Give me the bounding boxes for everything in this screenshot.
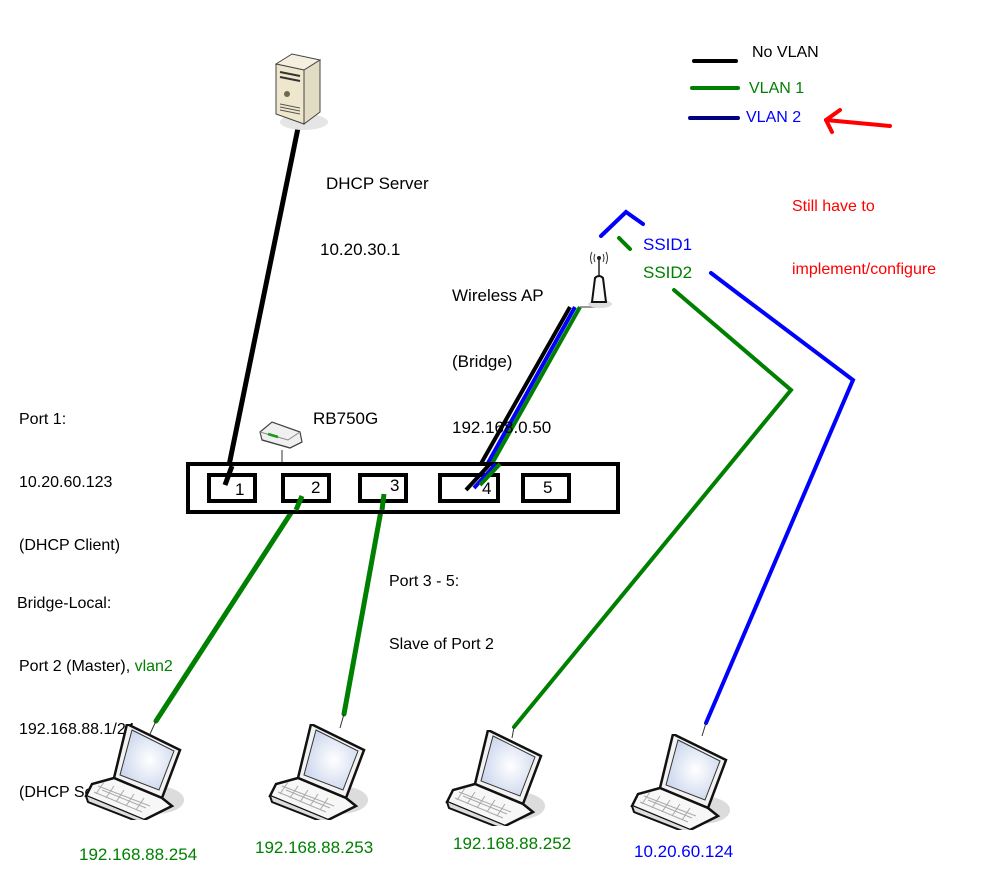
ssid1-label: SSID1 — [643, 235, 693, 254]
client1-cable-stub — [149, 720, 157, 735]
client-ip: 10.20.60.124 — [634, 842, 734, 861]
port1-mode: (DHCP Client) — [19, 537, 121, 554]
wireless-ap-icon — [588, 251, 612, 308]
wire-ap-port4-vlan2 — [472, 306, 577, 489]
client-ip: 192.168.88.253 — [255, 838, 374, 857]
port1-title: Port 1: — [19, 411, 67, 428]
wire-ssid1-client4 — [704, 271, 856, 725]
bridge-local-port-prefix: Port 2 (Master), — [19, 658, 135, 675]
wire-server-port1 — [222, 127, 301, 486]
ssid2-signal — [617, 236, 632, 251]
port-number: 4 — [482, 479, 492, 498]
wire-ap-port4-novlan — [464, 306, 572, 491]
dhcp-server-label: DHCP Server 10.20.30.1 — [320, 129, 429, 283]
slave-info: Port 3 - 5: Slave of Port 2 — [389, 529, 494, 676]
client-ip: 192.168.88.254 — [79, 845, 198, 864]
port-number: 2 — [311, 478, 321, 497]
wireless-ap-name: Wireless AP — [452, 286, 544, 305]
port-number: 1 — [235, 480, 245, 499]
client4-cable-stub — [701, 722, 707, 737]
wire-port3-client2 — [341, 491, 387, 717]
port-number: 5 — [543, 478, 553, 497]
wireless-ap-mode: (Bridge) — [452, 352, 513, 371]
router-label: RB750G — [313, 409, 379, 428]
wireless-ap-ip: 192.168.0.50 — [452, 418, 552, 437]
bridge-local-vlan: vlan2 — [134, 658, 173, 675]
bridge-local-port: Port 2 (Master), vlan2 — [19, 656, 173, 677]
port1-info: Port 1: 10.20.60.123 (DHCP Client) — [19, 367, 120, 577]
switch-port-2[interactable]: 2 — [281, 473, 331, 503]
client-ip: 192.168.88.252 — [453, 834, 572, 853]
wire-ssid2-client3 — [512, 288, 794, 729]
legend-label-vlan1: VLAN 1 — [749, 80, 805, 97]
legend-label-no-vlan: No VLAN — [752, 44, 819, 61]
ssid2-label: SSID2 — [643, 263, 693, 282]
bridge-local-title: Bridge-Local: — [17, 595, 112, 612]
wire-ap-port4-vlan1 — [478, 306, 582, 486]
client2-cable-stub — [339, 713, 345, 729]
dhcp-server-ip: 10.20.30.1 — [320, 240, 401, 259]
ssid1-signal — [599, 209, 645, 238]
switch-port-5[interactable]: 5 — [521, 473, 571, 503]
todo-note-line1: Still have to — [792, 198, 875, 215]
todo-note: Still have to implement/configure — [792, 154, 936, 301]
port1-ip: 10.20.60.123 — [19, 474, 113, 491]
switch-port-1[interactable]: 1 — [207, 473, 257, 503]
port-number: 3 — [390, 476, 400, 495]
router-icon — [259, 421, 303, 449]
bridge-local-ip: 192.168.88.1/24 — [19, 721, 135, 738]
wire-port2-client1 — [153, 493, 305, 724]
laptop-icon — [268, 724, 370, 820]
slave-desc: Slave of Port 2 — [389, 636, 494, 653]
server-icon — [274, 53, 328, 130]
wireless-ap-label: Wireless AP (Bridge) 192.168.0.50 — [452, 241, 551, 461]
red-arrow-icon — [824, 108, 892, 134]
todo-note-line2: implement/configure — [792, 261, 937, 278]
laptop-icon — [84, 724, 186, 820]
slave-title: Port 3 - 5: — [389, 573, 460, 590]
legend-label-vlan2: VLAN 2 — [746, 109, 802, 126]
switch-body: 1 2 3 4 5 — [186, 462, 620, 514]
laptop-icon — [445, 730, 547, 826]
laptop-icon — [630, 734, 732, 830]
client3-cable-stub — [511, 726, 515, 739]
dhcp-server-name: DHCP Server — [326, 174, 429, 193]
